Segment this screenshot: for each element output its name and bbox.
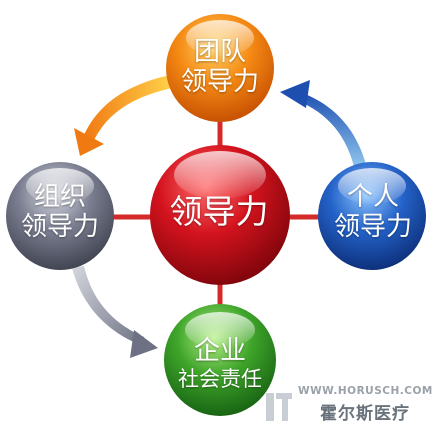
- node-right: [318, 162, 426, 270]
- watermark: WWW.HORUSCH.COM 霍尔斯医疗: [262, 385, 442, 431]
- logo-icon: [266, 393, 292, 421]
- arrow-left-to-bottom: [72, 266, 144, 345]
- watermark-name: 霍尔斯医疗: [320, 404, 410, 424]
- arrow-top-to-left: [84, 75, 172, 140]
- arrow-top-to-left-head: [74, 128, 104, 156]
- center-label: 领导力: [150, 192, 288, 232]
- left-node-label-line-1: 组织: [33, 182, 86, 212]
- right-node-label-line-2: 领导力: [333, 211, 412, 242]
- right-node-label-line-1: 个人: [346, 182, 399, 212]
- right-node-label: 个人 领导力: [318, 182, 428, 243]
- arrow-left-to-bottom-head: [130, 330, 158, 358]
- node-bottom: [164, 304, 276, 416]
- top-node-label-line-2: 领导力: [180, 66, 259, 97]
- bottom-node-label-line-1: 企业: [193, 336, 246, 366]
- bottom-node-label-line-2: 社会责任: [178, 367, 262, 392]
- left-node-label: 组织 领导力: [5, 182, 115, 243]
- node-left: [6, 162, 114, 270]
- node-top: [166, 14, 274, 122]
- top-node-label-line-1: 团队: [193, 37, 246, 67]
- arrow-right-to-top: [296, 92, 368, 175]
- bottom-node-label: 企业 社会责任: [160, 336, 280, 392]
- arrow-right-to-top-head: [280, 80, 310, 108]
- node-center: [150, 145, 290, 285]
- top-node-label: 团队 领导力: [165, 37, 275, 98]
- watermark-url: WWW.HORUSCH.COM: [298, 385, 433, 397]
- left-node-label-line-2: 领导力: [20, 211, 99, 242]
- center-label-line: 领导力: [169, 192, 269, 231]
